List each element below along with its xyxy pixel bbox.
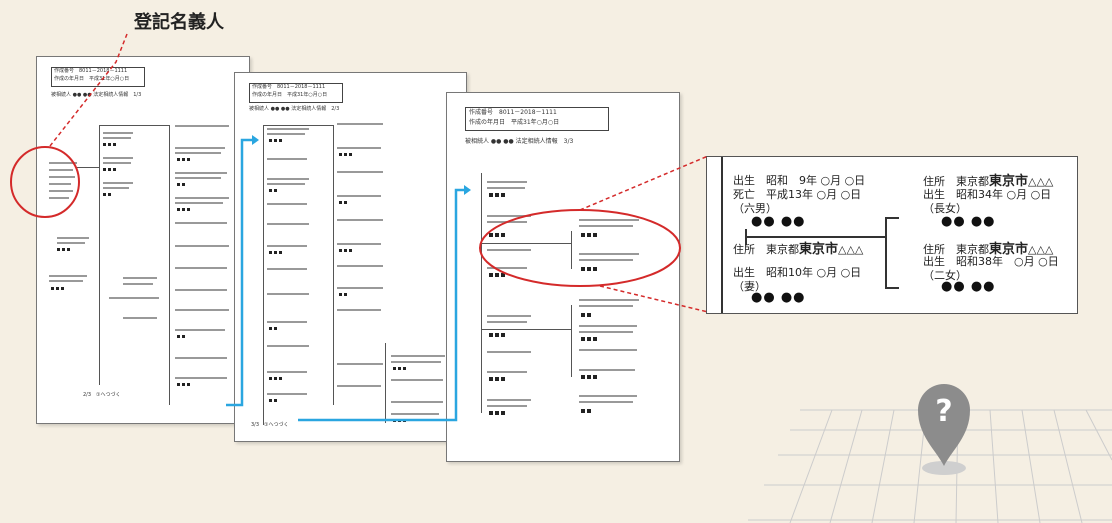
right-top-address: 住所 東京都東京市△△△ <box>923 174 1054 189</box>
tree-line <box>571 305 572 377</box>
right-top-relation: （長女） <box>923 202 967 215</box>
zoom-left-border <box>721 157 723 313</box>
left-top-birth: 出生 昭和 9年 ○月 ○日 <box>733 174 866 187</box>
sheet-header-box <box>465 107 609 131</box>
placeholder-text <box>49 125 229 386</box>
left-bottom-birth: 出生 昭和10年 ○月 ○日 <box>733 266 862 279</box>
right-bottom-birth: 出生 昭和38年 ○月 ○日 <box>923 255 1059 268</box>
right-bottom-name: ●● ●● <box>941 279 996 294</box>
right-bottom-relation: （二女） <box>923 269 967 282</box>
left-top-death: 死亡 平成13年 ○月 ○日 <box>733 188 862 201</box>
tree-line <box>263 125 264 425</box>
zoom-detail-panel: 出生 昭和 9年 ○月 ○日 死亡 平成13年 ○月 ○日 （六男） ●● ●●… <box>706 156 1078 314</box>
left-bottom-name: ●● ●● <box>751 290 806 305</box>
family-tree-sheet-1: 作成番号 8011－2018－1111 作成の年月日 平成31年○月○日 被相続… <box>36 56 250 424</box>
left-top-relation: （六男） <box>733 202 777 215</box>
family-tree-sheet-3: 作成番号 8011－2018－1111 作成の年月日 平成31年○月○日 被相続… <box>446 92 680 462</box>
zoom-branch-bottom <box>885 287 899 289</box>
perspective-grid <box>748 409 1112 523</box>
tree-line <box>263 125 333 126</box>
right-top-name: ●● ●● <box>941 214 996 229</box>
zoom-branch-top <box>885 217 899 219</box>
tree-line <box>99 125 169 126</box>
pin-shadow <box>922 461 966 475</box>
zoom-horizontal-line <box>745 236 885 238</box>
tree-line <box>99 125 100 385</box>
right-top-birth: 出生 昭和34年 ○月 ○日 <box>923 188 1052 201</box>
sheet-date: 作成の年月日 平成31年○月○日 <box>469 119 560 126</box>
pin-question-mark: ? <box>935 394 952 429</box>
question-pin-icon <box>918 384 970 466</box>
placeholder-text <box>487 181 639 415</box>
left-bottom-address: 住所 東京都東京市△△△ <box>733 242 864 257</box>
tree-line <box>481 329 571 330</box>
right-bottom-address: 住所 東京都東京市△△△ <box>923 242 1054 257</box>
sheet-number: 作成番号 8011－2018－1111 <box>252 84 326 90</box>
sheet-footer: 2/3 ①へつづく <box>83 392 121 398</box>
zoom-branch-line <box>885 217 887 289</box>
tree-line <box>77 167 99 168</box>
tree-line <box>481 173 482 413</box>
placeholder-text <box>267 123 445 422</box>
sheet-number: 作成番号 8011－2018－1111 <box>469 109 557 116</box>
sheet-header-box <box>249 83 343 103</box>
sheet-footer: 3/3 ①へつづく <box>251 422 289 428</box>
family-tree-sheet-2: 作成番号 8011－2018－1111 作成の年月日 平成31年○月○日 被相続… <box>234 72 467 442</box>
left-bottom-relation: （妻） <box>733 280 766 293</box>
sheet-heading: 被相続人 ●● ●● 法定相続人情報 2/3 <box>249 106 340 112</box>
sheet-date: 作成の年月日 平成31年○月○日 <box>252 92 328 98</box>
left-top-name: ●● ●● <box>751 214 806 229</box>
sheet-heading: 被相続人 ●● ●● 法定相続人情報 3/3 <box>465 138 574 145</box>
registered-owner-label: 登記名義人 <box>134 12 224 33</box>
tree-line <box>169 125 170 405</box>
